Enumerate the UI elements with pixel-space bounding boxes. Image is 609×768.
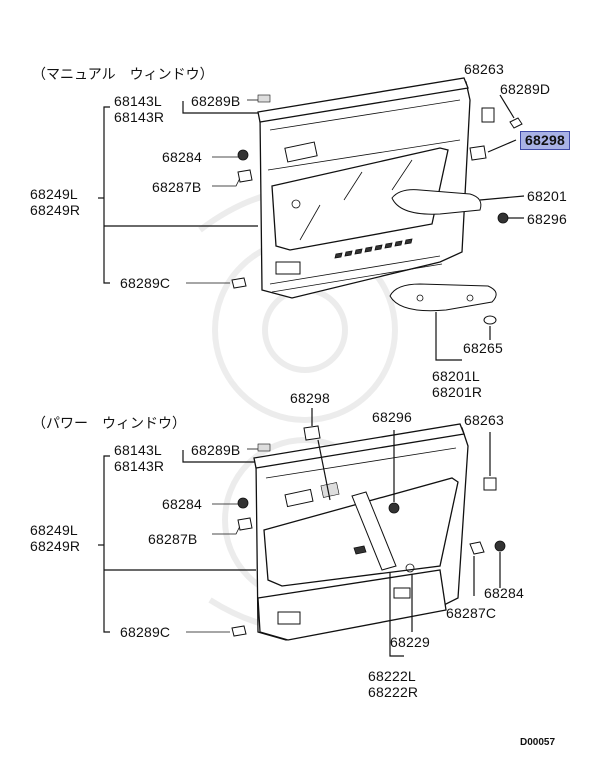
label-68296-manual: 68296 <box>527 211 567 227</box>
label-68201: 68201 <box>527 188 567 204</box>
cap-68265 <box>483 315 497 325</box>
cap-68289c-manual <box>231 277 247 289</box>
clip-68287b-manual <box>237 169 253 183</box>
label-68289b-manual: 68289B <box>191 93 241 109</box>
label-68287c: 68287C <box>446 605 497 621</box>
clip-68287c <box>469 541 485 555</box>
plug-68263-manual <box>481 107 495 123</box>
label-68249-manual: 68249L 68249R <box>30 186 80 218</box>
door-panel-power <box>253 423 469 641</box>
door-panel-manual <box>257 77 471 299</box>
label-68284-power-right: 68284 <box>484 585 524 601</box>
label-68289c-power: 68289C <box>120 624 171 640</box>
section-title-power: （パワー ウィンドウ） <box>32 416 186 432</box>
label-68229: 68229 <box>390 634 430 650</box>
screw-68296-manual <box>497 212 509 224</box>
label-68201l: 68201L <box>432 368 480 384</box>
label-68263-manual: 68263 <box>464 61 504 77</box>
label-68249-power: 68249L 68249R <box>30 522 80 554</box>
label-68298-power: 68298 <box>290 390 330 406</box>
label-68222r: 68222R <box>368 684 419 700</box>
label-68201r: 68201R <box>432 384 483 400</box>
plug-68298-manual <box>469 145 487 161</box>
clip-68289d <box>509 117 523 129</box>
label-68222l: 68222L <box>368 668 416 684</box>
label-68143-power: 68143L 68143R <box>114 442 164 474</box>
label-68249r-power: 68249R <box>30 538 81 554</box>
label-68249r-manual: 68249R <box>30 202 81 218</box>
pull-handle-68229 <box>351 491 397 571</box>
screw-68296-power <box>388 502 400 514</box>
label-68287b-power: 68287B <box>148 531 198 547</box>
armrest-68201 <box>391 189 482 215</box>
label-68263-power: 68263 <box>464 412 504 428</box>
label-68201lr: 68201L 68201R <box>432 368 482 400</box>
label-68143-manual: 68143L 68143R <box>114 93 164 125</box>
section-title-manual: （マニュアル ウィンドウ） <box>32 67 214 83</box>
label-68287b-manual: 68287B <box>152 179 202 195</box>
label-68284-manual: 68284 <box>162 149 202 165</box>
label-68284-power: 68284 <box>162 496 202 512</box>
label-68143r-power: 68143R <box>114 458 165 474</box>
label-68143l-manual: 68143L <box>114 93 162 109</box>
label-68143l-power: 68143L <box>114 442 162 458</box>
armrest-68201lr <box>389 283 497 312</box>
label-68298-manual: 68298 <box>520 131 570 150</box>
label-68289c-manual: 68289C <box>120 275 171 291</box>
label-68296-power: 68296 <box>372 409 412 425</box>
label-68289d: 68289D <box>500 81 551 97</box>
label-68298-manual-highlight: 68298 <box>520 131 570 150</box>
label-68249l-manual: 68249L <box>30 186 78 202</box>
plug-68298-power <box>303 425 321 441</box>
label-68222: 68222L 68222R <box>368 668 418 700</box>
label-68289b-power: 68289B <box>191 442 241 458</box>
label-68143r-manual: 68143R <box>114 109 165 125</box>
clip-68289b-manual <box>257 94 271 103</box>
diagram-code: D00057 <box>520 737 556 748</box>
screw-68284-power-right <box>494 540 506 552</box>
label-68249l-power: 68249L <box>30 522 78 538</box>
plug-68263-power <box>483 477 497 491</box>
label-68265: 68265 <box>463 340 503 356</box>
screw-68284-manual <box>237 149 249 161</box>
